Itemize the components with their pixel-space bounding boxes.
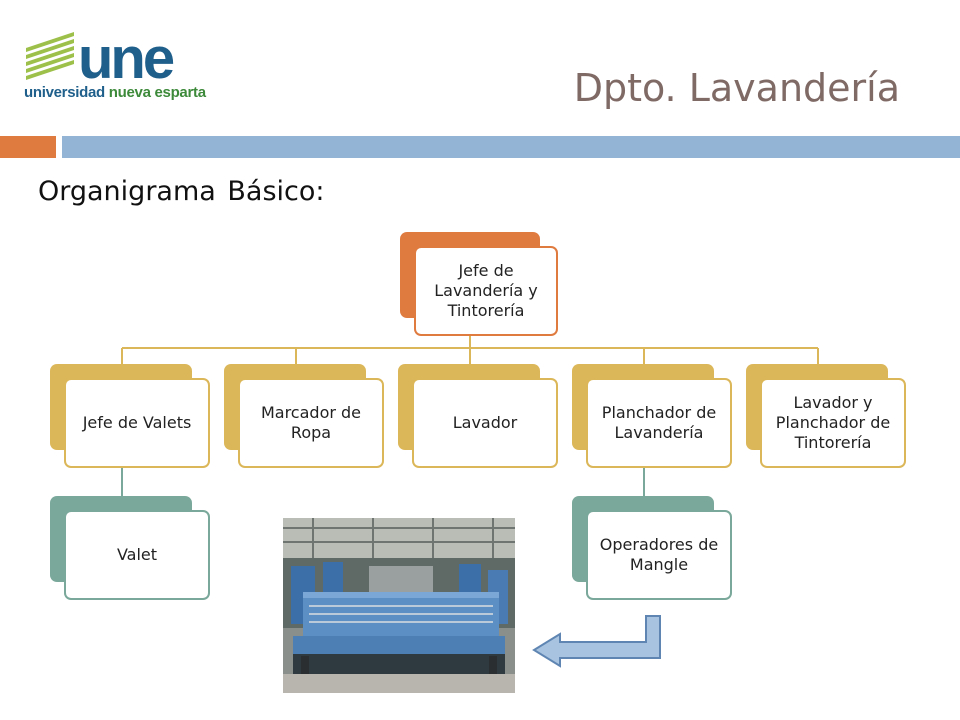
laundry-machine-photo (283, 518, 515, 693)
org-node-lavador: Lavador (398, 364, 558, 468)
node-label: Lavador y Planchador de Tintorería (760, 378, 906, 468)
bent-left-arrow-icon (532, 615, 661, 668)
org-node-jefe-valets: Jefe de Valets (50, 364, 210, 468)
org-node-marcador-ropa: Marcador de Ropa (224, 364, 384, 468)
org-node-operadores-mangle: Operadores de Mangle (572, 496, 732, 600)
node-label: Marcador de Ropa (238, 378, 384, 468)
laundry-ironer-machine-icon (283, 518, 515, 693)
node-label: Operadores de Mangle (586, 510, 732, 600)
node-label: Valet (64, 510, 210, 600)
node-label: Lavador (412, 378, 558, 468)
bent-arrow (530, 612, 666, 672)
logo-mark-text: une (78, 28, 174, 84)
une-logo-mark: une (26, 28, 177, 84)
slide-subtitle: Organigrama Básico: (38, 176, 325, 207)
node-label: Jefe de Lavandería y Tintorería (414, 246, 558, 336)
org-node-planchador-lavanderia: Planchador de Lavandería (572, 364, 732, 468)
org-node-lavador-planchador-tintoreria: Lavador y Planchador de Tintorería (746, 364, 906, 468)
node-label: Planchador de Lavandería (586, 378, 732, 468)
logo-line-part1: universidad (24, 84, 109, 101)
accent-bar-orange (0, 136, 56, 158)
node-label: Jefe de Valets (64, 378, 210, 468)
university-logo: une universidad nueva esparta (22, 28, 206, 104)
accent-bar-blue (62, 136, 960, 158)
logo-university-name: universidad nueva esparta (24, 84, 206, 101)
logo-stripes-icon (26, 32, 74, 80)
logo-line-part2: nueva esparta (108, 84, 206, 101)
org-node-valet: Valet (50, 496, 210, 600)
org-node-root: Jefe de Lavandería y Tintorería (400, 232, 558, 336)
page-title: Dpto. Lavandería (573, 66, 900, 110)
